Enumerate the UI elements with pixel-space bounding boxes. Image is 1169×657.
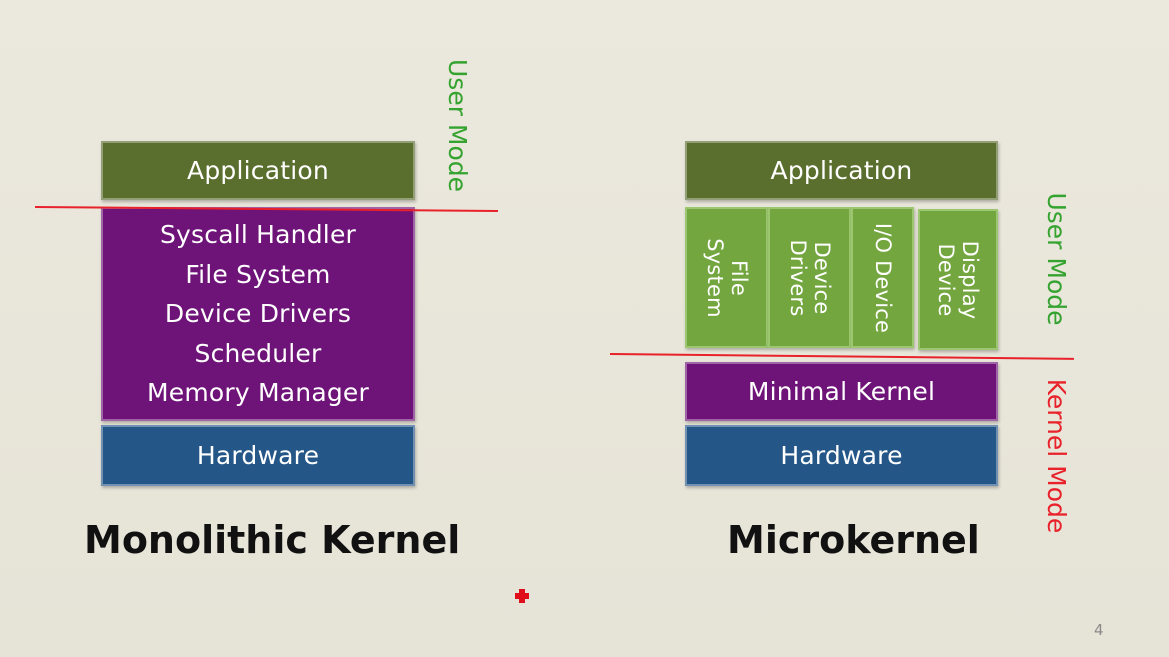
server-io-device-line1: I/O Device — [871, 222, 895, 334]
page-number: 4 — [1094, 621, 1104, 639]
server-display-device-line1: Display — [958, 240, 982, 320]
micro-application-label: Application — [770, 156, 913, 185]
monolithic-kernel-items: Syscall Handler File System Device Drive… — [147, 215, 369, 413]
micro-minimal-kernel-layer: Minimal Kernel — [685, 362, 998, 421]
micro-user-mode-label: User Mode — [1042, 192, 1071, 326]
server-display-device: Display Device — [918, 209, 998, 350]
micro-mode-divider — [609, 353, 1074, 360]
monolithic-caption: Monolithic Kernel — [84, 518, 461, 562]
monolithic-application-label: Application — [187, 156, 329, 185]
micro-caption: Microkernel — [727, 518, 980, 562]
kernel-item-memory-manager: Memory Manager — [146, 378, 369, 408]
server-io-device: I/O Device — [851, 207, 914, 348]
server-display-device-label: Display Device — [928, 215, 988, 345]
micro-kernel-mode-label: Kernel Mode — [1042, 378, 1071, 534]
kernel-item-scheduler: Scheduler — [194, 338, 322, 368]
server-file-system-line1: File — [727, 260, 751, 296]
server-file-system-label: File System — [697, 213, 757, 343]
server-file-system-line2: System — [703, 238, 727, 318]
micro-hardware-layer: Hardware — [685, 425, 998, 486]
micro-application-layer: Application — [685, 141, 998, 200]
server-device-drivers-line1: Device — [810, 241, 834, 315]
monolithic-kernel-layer: Syscall Handler File System Device Drive… — [101, 207, 415, 421]
server-device-drivers-label: Device Drivers — [780, 213, 840, 343]
monolithic-application-layer: Application — [101, 141, 415, 200]
server-file-system: File System — [685, 207, 768, 348]
micro-hardware-label: Hardware — [780, 441, 903, 470]
kernel-item-device-drivers: Device Drivers — [164, 299, 352, 329]
pointer-cursor-icon — [515, 589, 529, 603]
server-io-device-label: I/O Device — [863, 213, 903, 343]
server-device-drivers: Device Drivers — [768, 207, 851, 348]
monolithic-user-mode-label: User Mode — [443, 59, 472, 193]
kernel-item-syscall-handler: Syscall Handler — [159, 220, 356, 250]
monolithic-hardware-layer: Hardware — [101, 425, 415, 486]
monolithic-hardware-label: Hardware — [196, 441, 320, 470]
kernel-item-file-system: File System — [185, 259, 331, 289]
micro-minimal-kernel-label: Minimal Kernel — [747, 377, 936, 406]
server-device-drivers-line2: Drivers — [786, 239, 810, 317]
server-display-device-line2: Device — [934, 243, 958, 317]
